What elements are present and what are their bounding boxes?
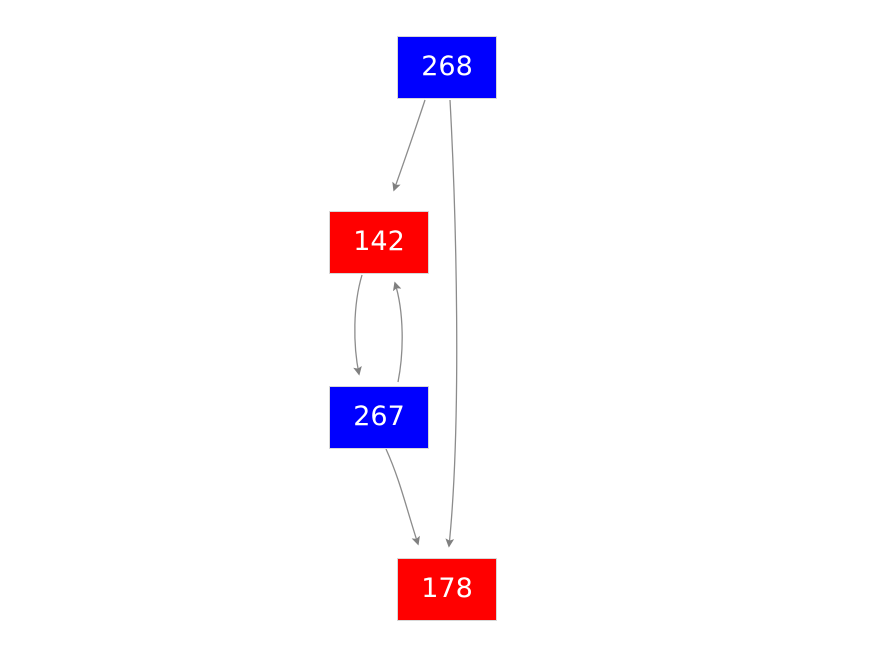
graph-edge-267-to-178 — [385, 448, 420, 546]
node-label: 267 — [353, 401, 405, 432]
graph-node-267[interactable]: 267 — [329, 386, 429, 449]
graph-edge-267-to-142 — [392, 281, 403, 383]
edge-group — [353, 99, 458, 548]
graph-edge-268-to-142 — [392, 99, 426, 192]
graph-node-178[interactable]: 178 — [397, 558, 497, 621]
graph-node-142[interactable]: 142 — [329, 211, 429, 274]
node-label: 178 — [421, 573, 473, 604]
graph-edge-268-to-178 — [445, 99, 458, 548]
graph-node-268[interactable]: 268 — [397, 36, 497, 99]
node-label: 268 — [421, 51, 473, 82]
graph-edge-142-to-267 — [353, 274, 363, 376]
node-label: 142 — [353, 226, 405, 257]
